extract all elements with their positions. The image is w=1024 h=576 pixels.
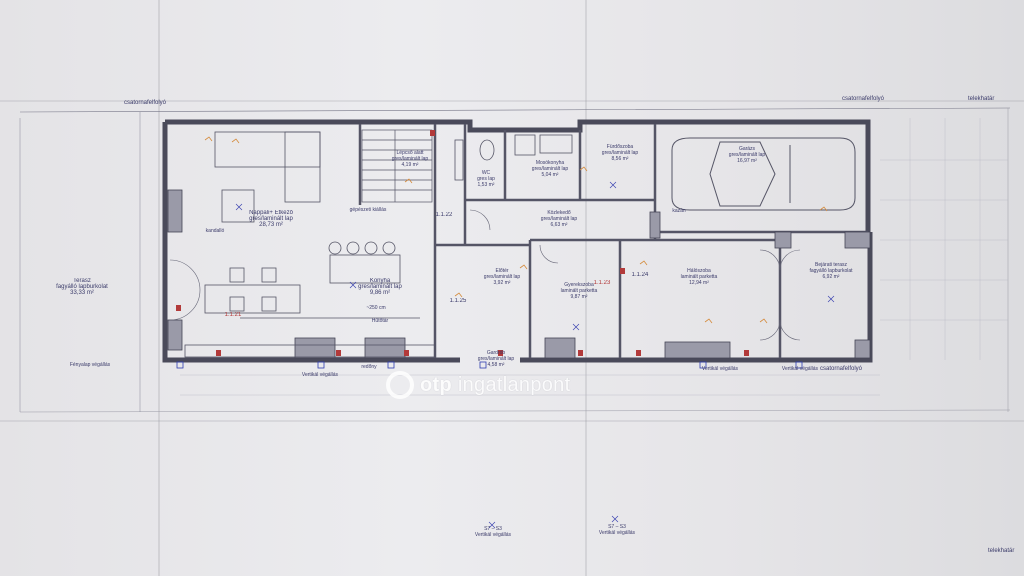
otp-watermark: otp ingatlanpont bbox=[386, 366, 646, 404]
paper-fold bbox=[0, 100, 1024, 102]
watermark-brand: otp bbox=[420, 373, 452, 396]
grid-tag: 1.1.24 bbox=[631, 272, 649, 278]
grid-tag: 1.1.23 bbox=[593, 280, 611, 286]
grid-tag: 1.1.25 bbox=[449, 298, 467, 304]
gutter-label-bottom-right: telekhatár bbox=[988, 548, 1015, 554]
logo-ring-icon bbox=[386, 371, 414, 399]
outlet-label: Vertikál végállás bbox=[701, 366, 739, 372]
annotation-kandallo: kandalló bbox=[205, 228, 225, 234]
grid-tag: 1.1.21 bbox=[224, 312, 242, 318]
watermark-text: otp ingatlanpont bbox=[420, 374, 570, 397]
gutter-label-top-right: telekhatár bbox=[968, 96, 995, 102]
annotation-garage: kazán bbox=[672, 208, 686, 214]
annotation-konyha-bar: Hűtőtár bbox=[371, 318, 389, 324]
gutter-label-top-center: csatornafelfolyó bbox=[842, 96, 885, 102]
outlet-label: Vertikál végállás bbox=[781, 366, 819, 372]
annotation-measure: ~250 cm bbox=[366, 305, 386, 311]
outlet-label: redőny bbox=[361, 364, 377, 370]
outlet-label: Vertikál végállás bbox=[301, 372, 339, 378]
paper-fold bbox=[585, 0, 587, 576]
annotation-stair-note: gépészeti kiállás bbox=[349, 207, 387, 213]
watermark-suffix: ingatlanpont bbox=[457, 373, 571, 396]
gutter-label-right-mid: csatornafelfolyó bbox=[820, 366, 863, 372]
grid-tag: 1.1.22 bbox=[435, 212, 453, 218]
outlet-label: Fényalap végállás bbox=[69, 362, 111, 368]
gutter-label-top-left: csatornafelfolyó bbox=[124, 100, 167, 106]
paper-fold bbox=[158, 0, 160, 576]
paper-fold bbox=[0, 420, 1024, 422]
